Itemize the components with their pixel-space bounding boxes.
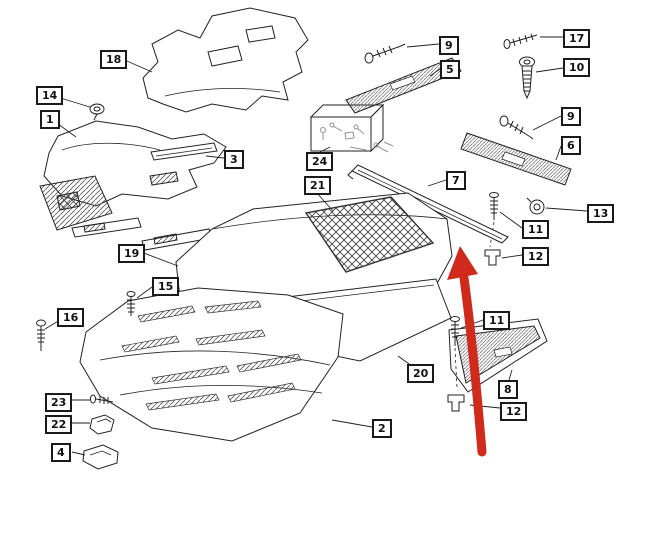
callout-14: 14 xyxy=(36,86,64,105)
callout-12-lower: 12 xyxy=(500,402,528,421)
callout-7: 7 xyxy=(446,171,466,190)
leader-lines xyxy=(44,36,588,456)
scuff-plate-5-drawing xyxy=(345,57,462,114)
callout-2: 2 xyxy=(372,419,392,438)
callout-9-right: 9 xyxy=(561,107,581,126)
cargo-net-21-drawing xyxy=(304,196,435,273)
callout-16: 16 xyxy=(57,308,85,327)
hardware-box-24-drawing xyxy=(309,103,394,153)
callout-23: 23 xyxy=(45,393,73,412)
clip-12-right-drawing xyxy=(484,249,501,266)
grommet-13-drawing xyxy=(526,197,545,215)
callout-11-lower: 11 xyxy=(483,311,511,330)
callout-9-upper: 9 xyxy=(439,36,459,55)
sill-strip-3-drawing xyxy=(150,142,218,161)
callout-10: 10 xyxy=(563,58,591,77)
screw-17-drawing xyxy=(503,33,538,49)
red-arrow-head xyxy=(447,246,478,280)
callout-18: 18 xyxy=(100,50,128,69)
front-carpet-1-drawing xyxy=(39,120,227,231)
callout-4: 4 xyxy=(51,443,71,462)
callout-17: 17 xyxy=(563,29,591,48)
callout-24: 24 xyxy=(306,152,334,171)
screw-9-right-drawing xyxy=(499,115,534,140)
callout-20: 20 xyxy=(407,364,435,383)
callout-21: 21 xyxy=(304,176,332,195)
trim-strip-7-drawing xyxy=(347,164,509,244)
callout-6: 6 xyxy=(561,136,581,155)
floor-carpet-2-drawing xyxy=(79,287,344,442)
screw-11-lower-drawing xyxy=(450,316,460,389)
screw-9-upper-drawing xyxy=(364,43,406,64)
screw-23-drawing xyxy=(90,394,114,404)
callout-13: 13 xyxy=(587,204,615,223)
rail-strips-drawing xyxy=(71,217,213,251)
callout-22: 22 xyxy=(45,415,73,434)
callout-5: 5 xyxy=(440,60,460,79)
callout-11-right: 11 xyxy=(522,220,550,239)
callout-3: 3 xyxy=(224,150,244,169)
screw-15-drawing xyxy=(126,291,136,316)
sill-plate-6-drawing xyxy=(460,132,572,186)
callout-12-right: 12 xyxy=(522,247,550,266)
fastener-14-drawing xyxy=(89,103,105,121)
callout-8: 8 xyxy=(498,380,518,399)
callout-1: 1 xyxy=(40,110,60,129)
screw-16-drawing xyxy=(36,319,46,351)
screw-10-drawing xyxy=(519,56,535,100)
clip-12-lower-drawing xyxy=(447,394,465,412)
bracket-4-drawing xyxy=(82,444,119,470)
red-arrow-annotation xyxy=(447,246,487,457)
callout-19: 19 xyxy=(118,244,146,263)
clip-22-drawing xyxy=(89,414,115,435)
callout-15: 15 xyxy=(152,277,180,296)
carpet-18-drawing xyxy=(142,7,309,113)
